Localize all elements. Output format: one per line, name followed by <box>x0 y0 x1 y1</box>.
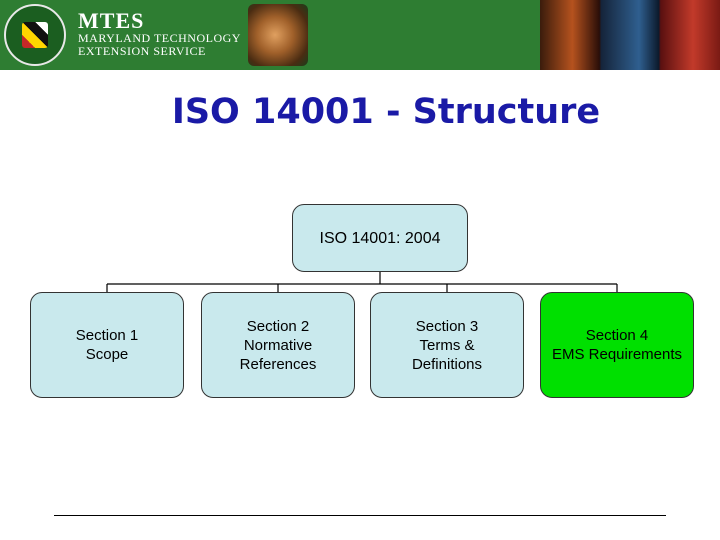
brand-block: MTES MARYLAND TECHNOLOGY EXTENSION SERVI… <box>78 10 241 58</box>
node-section-1-scope: Section 1 Scope <box>30 292 184 398</box>
brand-line-2: EXTENSION SERVICE <box>78 44 206 58</box>
brand-title: MTES <box>78 8 145 33</box>
gear-photo <box>248 4 308 66</box>
root-node-iso-14001-2004: ISO 14001: 2004 <box>292 204 468 272</box>
header-banner: MTES MARYLAND TECHNOLOGY EXTENSION SERVI… <box>0 0 720 70</box>
node-section-2-normative-references: Section 2 Normative References <box>201 292 355 398</box>
photo-strip <box>540 0 720 70</box>
maryland-flag-emblem <box>22 22 48 48</box>
brand-line-1: MARYLAND TECHNOLOGY <box>78 31 241 45</box>
node-section-4-ems-requirements: Section 4 EMS Requirements <box>540 292 694 398</box>
page-title: ISO 14001 - Structure <box>171 92 601 132</box>
footer-divider <box>54 515 666 516</box>
node-section-3-terms-definitions: Section 3 Terms & Definitions <box>370 292 524 398</box>
university-seal-logo <box>4 4 66 66</box>
